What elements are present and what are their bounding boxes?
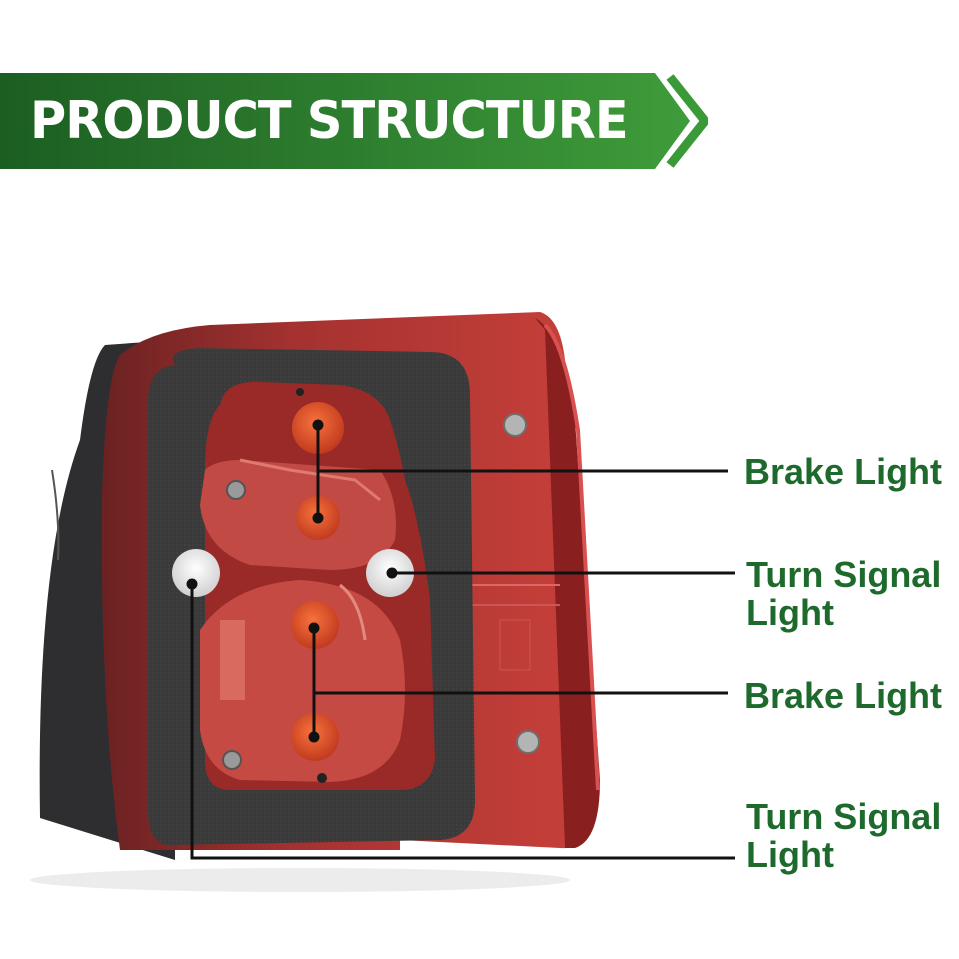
mounting-stud bbox=[516, 730, 540, 754]
mounting-stud bbox=[503, 413, 527, 437]
chevron-right-icon bbox=[666, 74, 708, 168]
header-banner: PRODUCT STRUCTURE bbox=[0, 73, 708, 169]
turn-bulb-left bbox=[172, 549, 220, 597]
callout-brake-light-upper: Brake Light bbox=[744, 451, 943, 492]
leader-lines bbox=[186, 419, 735, 860]
banner-background bbox=[0, 73, 708, 169]
callout-brake-light-lower: Brake Light bbox=[744, 675, 943, 716]
page-title: PRODUCT STRUCTURE bbox=[30, 91, 629, 151]
callout-turn-signal-right: Turn Signal Light bbox=[746, 554, 942, 633]
callout-turn-signal-left: Turn Signal Light bbox=[746, 796, 942, 875]
